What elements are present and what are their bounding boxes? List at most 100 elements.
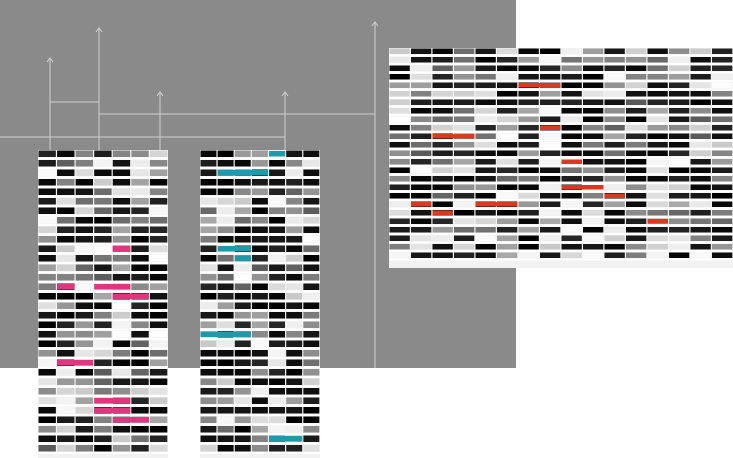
floor-slab — [200, 357, 320, 359]
floor-slab — [200, 157, 320, 160]
floor-slab — [38, 233, 168, 236]
window — [518, 227, 539, 233]
window — [149, 245, 168, 252]
window — [454, 193, 475, 199]
window — [112, 445, 131, 452]
window — [303, 188, 320, 195]
window — [690, 167, 711, 173]
window — [251, 435, 268, 442]
window — [251, 179, 268, 186]
window — [94, 150, 112, 157]
window — [626, 218, 647, 224]
arrow-head-icon — [46, 57, 54, 63]
window — [303, 369, 320, 376]
window — [75, 217, 94, 224]
floor-slab — [200, 167, 320, 169]
window — [626, 74, 647, 80]
window — [626, 150, 647, 156]
window — [389, 201, 410, 207]
window — [583, 82, 604, 88]
window — [604, 176, 625, 182]
window — [269, 207, 286, 214]
window — [94, 359, 112, 366]
window — [475, 133, 496, 139]
window — [200, 369, 217, 376]
window — [604, 82, 625, 88]
window — [432, 244, 453, 250]
window — [303, 179, 320, 186]
window — [217, 264, 234, 271]
window — [217, 274, 234, 281]
floor-slab — [200, 243, 320, 245]
window — [583, 57, 604, 63]
floor-slab — [38, 290, 168, 293]
window — [647, 252, 668, 258]
window — [234, 378, 251, 385]
window — [57, 445, 75, 452]
window — [303, 359, 320, 366]
window — [604, 125, 625, 131]
window — [475, 150, 496, 156]
window — [200, 188, 217, 195]
window — [497, 82, 518, 88]
window — [269, 416, 286, 423]
window — [303, 321, 320, 328]
window — [647, 201, 668, 207]
window — [647, 176, 668, 182]
window — [626, 159, 647, 165]
window — [112, 435, 131, 442]
window — [251, 350, 268, 357]
window — [112, 302, 131, 309]
window — [475, 74, 496, 80]
floor-slab — [200, 395, 320, 397]
highlighted-window — [94, 398, 131, 404]
window — [38, 321, 56, 328]
window — [432, 227, 453, 233]
window — [454, 159, 475, 165]
window — [75, 369, 94, 376]
window — [75, 169, 94, 176]
floor-slab — [38, 357, 168, 359]
window — [690, 184, 711, 190]
window — [234, 179, 251, 186]
window — [57, 312, 75, 319]
floor-slab — [38, 262, 168, 264]
window — [626, 57, 647, 63]
window — [454, 82, 475, 88]
window — [57, 255, 75, 262]
window — [626, 193, 647, 199]
window — [432, 218, 453, 224]
window — [217, 226, 234, 233]
window — [251, 397, 268, 404]
floor-slab — [38, 167, 168, 169]
window — [75, 283, 94, 290]
window — [561, 193, 582, 199]
window — [647, 159, 668, 165]
floor-slab — [200, 452, 320, 454]
window — [286, 217, 303, 224]
floor-slab — [38, 252, 168, 255]
floor-slab — [200, 309, 320, 312]
window — [712, 48, 733, 54]
window — [454, 227, 475, 233]
window — [286, 198, 303, 205]
window — [217, 188, 234, 195]
window — [626, 116, 647, 122]
floor-slab — [389, 54, 733, 57]
window — [389, 150, 410, 156]
window — [303, 426, 320, 433]
window — [217, 207, 234, 214]
window — [583, 252, 604, 258]
window — [286, 350, 303, 357]
window — [131, 359, 149, 366]
window — [475, 91, 496, 97]
floor-slab — [200, 433, 320, 435]
window — [149, 340, 168, 347]
window — [712, 244, 733, 250]
window — [131, 340, 149, 347]
window — [669, 167, 690, 173]
window — [411, 65, 432, 71]
floor-slab — [389, 97, 733, 99]
window — [286, 179, 303, 186]
highlighted-window — [94, 407, 131, 413]
